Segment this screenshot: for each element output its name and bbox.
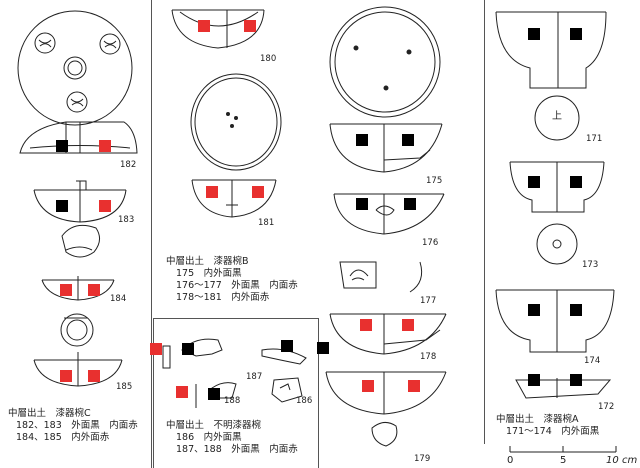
fig-num-171: 171 <box>586 134 603 144</box>
fig-num-173: 173 <box>582 260 599 270</box>
fig-num-185: 185 <box>116 382 133 392</box>
caption-bowl-c: 中層出土 漆器椀C 182、183 外面黒 内面赤 184、185 内外面赤 <box>8 408 138 444</box>
caption-bowl-c-title: 中層出土 漆器椀C <box>8 408 91 419</box>
fig-num-183: 183 <box>118 215 135 225</box>
bowl-173-base <box>536 223 578 265</box>
fig-num-176: 176 <box>422 238 439 248</box>
scale-bar <box>509 446 617 453</box>
fig-num-178: 178 <box>420 352 437 362</box>
bowl-173-profile <box>509 161 605 213</box>
caption-bowl-b-line3: 178～181 内外面赤 <box>176 292 270 303</box>
bowl-186-fragment <box>271 377 303 403</box>
bowl-179-profile <box>325 371 447 447</box>
bowl-175-plan <box>329 6 441 118</box>
scale-tick-5: 5 <box>560 455 567 466</box>
panel-unknown-bowls <box>153 318 319 468</box>
fig-num-172: 172 <box>598 402 615 412</box>
bowl-177-fragment <box>339 261 423 293</box>
bowl-180-profile <box>171 9 265 49</box>
fig-num-179: 179 <box>414 454 431 464</box>
caption-unknown-line2: 187、188 外面黒 内面赤 <box>176 444 298 455</box>
caption-unknown-title: 中層出土 不明漆器椀 <box>166 420 262 431</box>
panel-bowl-a <box>484 0 640 444</box>
bowl-181-profile <box>191 179 277 218</box>
caption-bowl-a: 中層出土 漆器椀A 171～174 内外面黒 <box>496 414 599 438</box>
caption-bowl-c-line1: 182、183 外面黒 内面赤 <box>16 420 138 431</box>
bowl-182-plan <box>17 10 133 126</box>
bowl-171-profile <box>495 11 607 89</box>
caption-bowl-c-line2: 184、185 内外面赤 <box>16 432 110 443</box>
caption-bowl-b-line1: 175 内外面黒 <box>176 268 242 279</box>
fig-num-174: 174 <box>584 356 601 366</box>
bowl-183-profile <box>33 180 127 223</box>
fig-num-184: 184 <box>110 294 127 304</box>
scale-tick-10: 10 <box>606 455 619 466</box>
bowl-174-profile <box>495 289 615 353</box>
bowl-176-profile <box>333 193 445 235</box>
bowl-188-fragment <box>195 382 237 408</box>
fig-num-182: 182 <box>120 160 137 170</box>
caption-bowl-b-title: 中層出土 漆器椀B <box>166 256 249 267</box>
fig-num-175: 175 <box>426 176 443 186</box>
caption-bowl-b-line2: 176～177 外面黒 内面赤 <box>176 280 298 291</box>
caption-bowl-b: 中層出土 漆器椀B 175 内外面黒 176～177 外面黒 内面赤 178～1… <box>166 256 298 304</box>
stamp-171: 上 <box>552 111 562 122</box>
bowl-175-profile <box>329 123 443 173</box>
fig-num-180: 180 <box>260 54 277 64</box>
caption-bowl-a-title: 中層出土 漆器椀A <box>496 414 579 425</box>
caption-unknown-bowls: 中層出土 不明漆器椀 186 内外面黒 187、188 外面黒 内面赤 <box>166 420 298 456</box>
markers <box>56 20 582 400</box>
fig-num-187: 187 <box>246 372 263 382</box>
scale-tick-0: 0 <box>507 455 514 466</box>
bowl-185-plan <box>33 313 123 387</box>
fig-num-186: 186 <box>296 396 313 406</box>
bowl-178-profile <box>329 313 447 355</box>
fig-num-188: 188 <box>224 396 241 406</box>
bowl-184-fragment <box>41 224 115 301</box>
panel-bowl-c <box>0 0 152 468</box>
caption-bowl-a-line1: 171～174 内外面黒 <box>506 426 600 437</box>
bowl-171-base <box>534 95 580 141</box>
fig-num-177: 177 <box>420 296 437 306</box>
scale-unit: cm <box>622 455 638 466</box>
bowl-182-profile <box>19 121 138 154</box>
fig-num-181: 181 <box>258 218 275 228</box>
caption-unknown-line1: 186 内外面黒 <box>176 432 242 443</box>
bowl-181-plan <box>190 73 282 171</box>
